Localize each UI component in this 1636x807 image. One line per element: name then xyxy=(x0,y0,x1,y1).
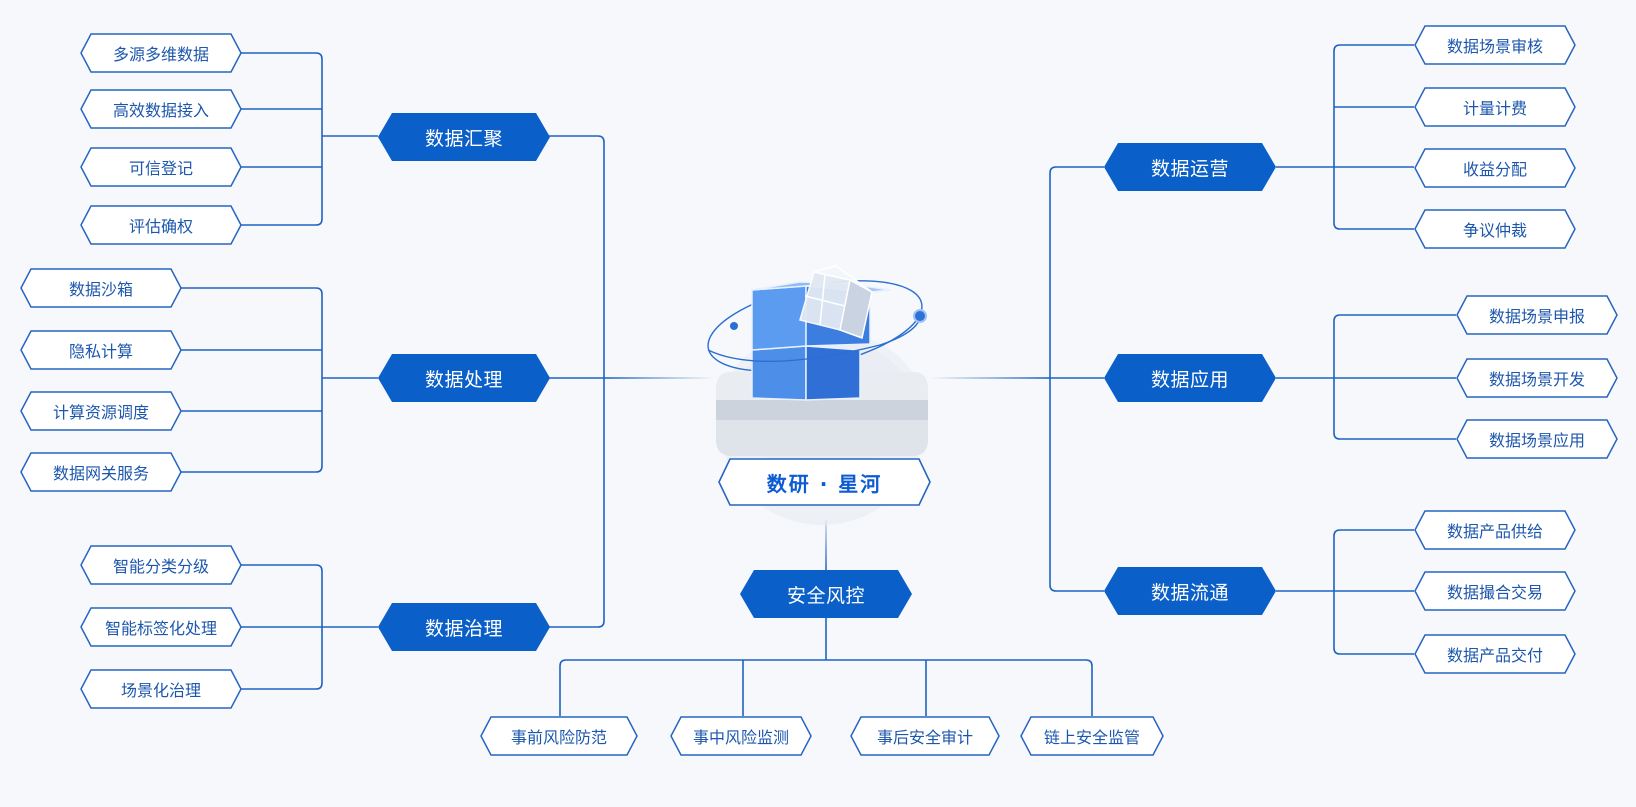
node-data-processing[interactable]: 数据处理 xyxy=(378,354,550,402)
node-label: 安全风控 xyxy=(786,584,865,607)
leaf-label: 智能标签化处理 xyxy=(104,619,217,638)
leaf-label: 隐私计算 xyxy=(68,342,133,361)
leaf-node[interactable]: 计量计费 xyxy=(1414,87,1576,127)
node-data-operation[interactable]: 数据运营 xyxy=(1104,143,1276,191)
leaf-label: 数据产品交付 xyxy=(1446,646,1543,665)
leaf-label: 数据场景开发 xyxy=(1488,370,1585,389)
node-label: 数据应用 xyxy=(1150,368,1229,391)
center-title: 数研 · 星河 xyxy=(766,471,883,496)
leaf-label: 数据场景申报 xyxy=(1488,307,1585,326)
leaf-label: 计量计费 xyxy=(1462,99,1527,118)
leaf-node[interactable]: 智能标签化处理 xyxy=(80,607,242,647)
leaf-label: 计算资源调度 xyxy=(52,403,149,422)
leaf-node[interactable]: 事前风险防范 xyxy=(480,716,638,756)
node-label: 数据汇聚 xyxy=(424,127,503,150)
node-data-governance[interactable]: 数据治理 xyxy=(378,603,550,651)
leaf-node[interactable]: 数据场景开发 xyxy=(1456,358,1618,398)
leaf-node[interactable]: 数据产品供给 xyxy=(1414,510,1576,550)
leaf-node[interactable]: 计算资源调度 xyxy=(20,391,182,431)
leaf-label: 事中风险监测 xyxy=(692,728,789,747)
node-data-aggregation[interactable]: 数据汇聚 xyxy=(378,113,550,161)
node-label: 数据运营 xyxy=(1150,157,1229,180)
leaf-label: 数据沙箱 xyxy=(68,280,133,299)
leaf-node[interactable]: 可信登记 xyxy=(80,147,242,187)
leaf-label: 争议仲裁 xyxy=(1462,221,1527,240)
leaf-label: 数据场景应用 xyxy=(1488,431,1585,450)
leaf-label: 高效数据接入 xyxy=(112,101,209,120)
leaf-node[interactable]: 智能分类分级 xyxy=(80,545,242,585)
leaf-label: 链上安全监管 xyxy=(1043,728,1140,747)
node-data-circulation[interactable]: 数据流通 xyxy=(1104,567,1276,615)
leaf-label: 评估确权 xyxy=(128,217,193,236)
leaf-node[interactable]: 数据沙箱 xyxy=(20,268,182,308)
leaf-node[interactable]: 事后安全审计 xyxy=(850,716,1000,756)
leaf-node[interactable]: 数据场景申报 xyxy=(1456,295,1618,335)
leaf-node[interactable]: 争议仲裁 xyxy=(1414,209,1576,249)
leaf-node[interactable]: 收益分配 xyxy=(1414,148,1576,188)
leaf-label: 可信登记 xyxy=(128,159,193,178)
node-label: 数据治理 xyxy=(424,617,503,640)
leaf-node[interactable]: 数据场景应用 xyxy=(1456,419,1618,459)
node-data-application[interactable]: 数据应用 xyxy=(1104,354,1276,402)
leaf-node[interactable]: 数据撮合交易 xyxy=(1414,571,1576,611)
leaf-label: 事前风险防范 xyxy=(510,728,607,747)
node-security-risk-control[interactable]: 安全风控 xyxy=(740,570,912,618)
leaf-label: 数据网关服务 xyxy=(52,464,149,483)
leaf-node[interactable]: 数据产品交付 xyxy=(1414,634,1576,674)
leaf-node[interactable]: 隐私计算 xyxy=(20,330,182,370)
node-label: 数据流通 xyxy=(1150,581,1229,604)
leaf-label: 多源多维数据 xyxy=(112,45,209,64)
leaf-node[interactable]: 事中风险监测 xyxy=(670,716,812,756)
leaf-node[interactable]: 多源多维数据 xyxy=(80,33,242,73)
leaf-node[interactable]: 数据网关服务 xyxy=(20,452,182,492)
node-label: 数据处理 xyxy=(424,368,503,391)
center-title-box: 数研 · 星河 xyxy=(718,458,931,506)
leaf-label: 数据场景审核 xyxy=(1446,37,1543,56)
leaf-node[interactable]: 场景化治理 xyxy=(80,669,242,709)
leaf-node[interactable]: 数据场景审核 xyxy=(1414,25,1576,65)
leaf-label: 收益分配 xyxy=(1462,160,1527,179)
leaf-label: 场景化治理 xyxy=(120,681,201,700)
leaf-label: 数据产品供给 xyxy=(1446,522,1543,541)
leaf-node[interactable]: 高效数据接入 xyxy=(80,89,242,129)
leaf-label: 数据撮合交易 xyxy=(1446,583,1543,602)
leaf-node[interactable]: 评估确权 xyxy=(80,205,242,245)
leaf-label: 智能分类分级 xyxy=(112,557,209,576)
leaf-node[interactable]: 链上安全监管 xyxy=(1020,716,1164,756)
center-cube-icon xyxy=(707,265,928,525)
leaf-label: 事后安全审计 xyxy=(876,728,973,747)
